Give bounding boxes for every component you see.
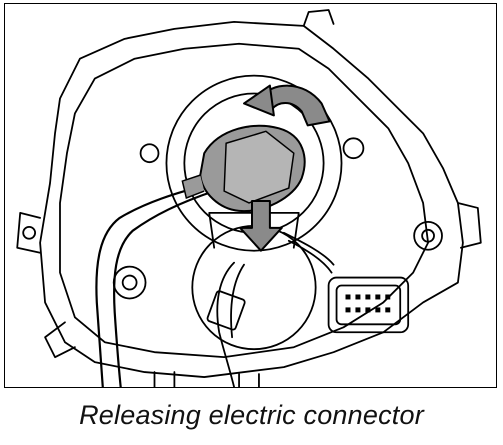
mount-lug-left	[16, 212, 41, 254]
screw-right	[413, 220, 443, 251]
screw-left-inner	[121, 274, 138, 291]
multi-pin-socket	[327, 276, 410, 334]
screw-top-left	[139, 143, 160, 164]
reflector-bowl	[165, 74, 343, 252]
down-arrow-icon	[239, 199, 283, 252]
lug-hole-left	[22, 225, 37, 240]
screw-top-right	[342, 137, 365, 160]
socket-pins	[345, 294, 391, 313]
bottom-tab-left	[153, 371, 176, 387]
wire-harness	[95, 181, 216, 387]
screw-left	[112, 265, 147, 300]
wire-harness-b	[112, 189, 216, 387]
figure-frame	[4, 3, 497, 388]
mount-lug-right	[457, 202, 482, 249]
bottom-tab-right	[238, 373, 260, 387]
wire-lower	[216, 261, 235, 387]
rotate-arrow-icon	[243, 84, 331, 127]
small-connector	[206, 290, 246, 331]
electrical-connector	[181, 124, 306, 212]
multi-pin-socket-inner	[335, 284, 402, 326]
headlamp-illustration	[16, 9, 482, 387]
figure-caption: Releasing electric connector	[79, 400, 424, 430]
housing-inner-outline	[59, 42, 429, 359]
mount-lug-bottom-left	[44, 321, 76, 359]
wire-lower-b	[230, 263, 245, 339]
screw-right-inner	[421, 228, 435, 243]
housing-outline	[39, 21, 464, 378]
mount-lug-top	[302, 9, 335, 27]
